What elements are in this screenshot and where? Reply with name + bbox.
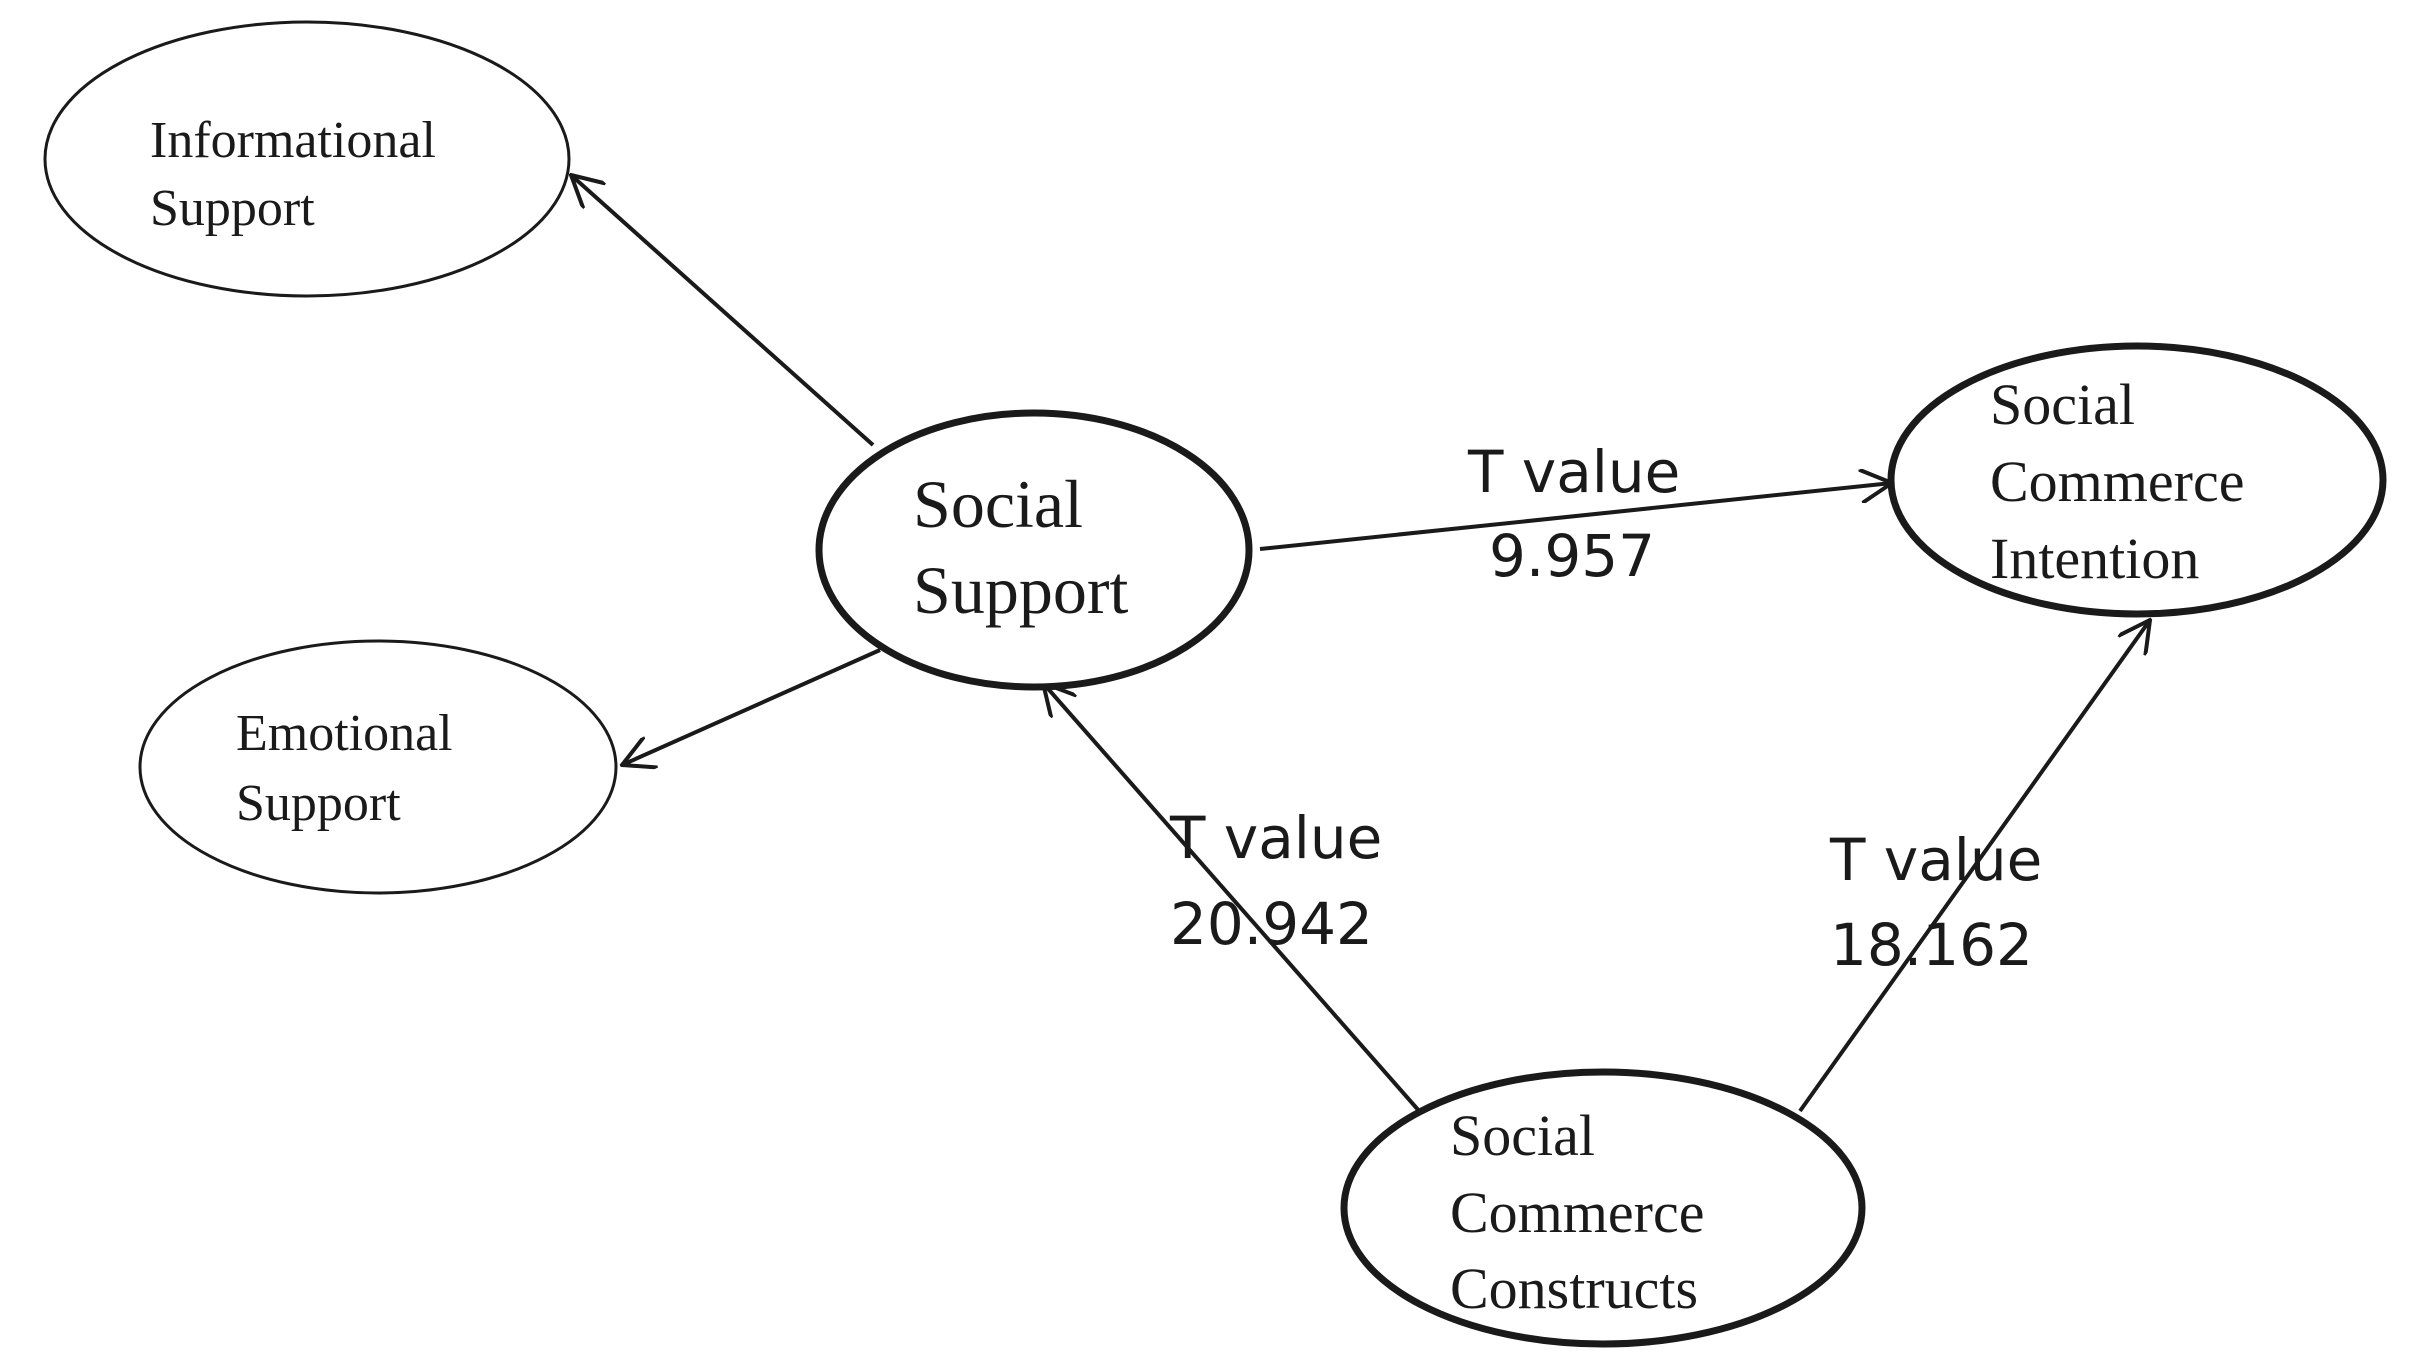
social-support-label-line2: Support [913, 552, 1128, 628]
arrow-constructs-to-support [1043, 683, 1422, 1114]
informational-support-node: Informational Support [43, 20, 571, 298]
social-commerce-intention-node: Social Commerce Intention [1887, 342, 2387, 618]
social-commerce-constructs-label-line2: Commerce [1450, 1180, 1704, 1245]
social-commerce-intention-label-line3: Intention [1990, 526, 2199, 591]
arrow-support-to-emotional [622, 648, 881, 765]
edge-label-constructs-to-support-title: T value [1169, 804, 1382, 872]
social-commerce-constructs-node: Social Commerce Constructs [1340, 1068, 1866, 1348]
edge-label-constructs-to-intention-value: 18.162 [1830, 911, 2033, 979]
edge-label-constructs-to-intention: T value 18.162 [1829, 826, 2042, 979]
informational-support-label-line2: Support [150, 180, 315, 237]
edge-label-constructs-to-support-value: 20.942 [1170, 890, 1373, 958]
social-commerce-constructs-label-line3: Constructs [1450, 1256, 1698, 1321]
social-commerce-intention-label-line1: Social [1990, 372, 2135, 437]
arrow-constructs-to-intention [1798, 620, 2150, 1113]
edge-label-support-to-intention: T value 9.957 [1467, 438, 1680, 590]
emotional-support-node: Emotional Support [138, 639, 618, 895]
arrow-support-to-informational [571, 175, 875, 447]
social-support-label-line1: Social [913, 466, 1083, 542]
informational-support-label-line1: Informational [150, 112, 436, 169]
social-support-node: Social Support [815, 409, 1253, 691]
arrow-support-to-intention [1259, 483, 1892, 551]
edge-label-constructs-to-support: T value 20.942 [1169, 804, 1382, 958]
social-commerce-constructs-label-line1: Social [1450, 1103, 1595, 1168]
social-commerce-intention-label-line2: Commerce [1990, 449, 2244, 514]
edge-label-constructs-to-intention-title: T value [1829, 826, 2042, 894]
emotional-support-label-line2: Support [236, 775, 401, 832]
emotional-support-label-line1: Emotional [236, 705, 453, 762]
edge-label-support-to-intention-title: T value [1467, 438, 1680, 506]
edge-label-support-to-intention-value: 9.957 [1489, 522, 1655, 590]
